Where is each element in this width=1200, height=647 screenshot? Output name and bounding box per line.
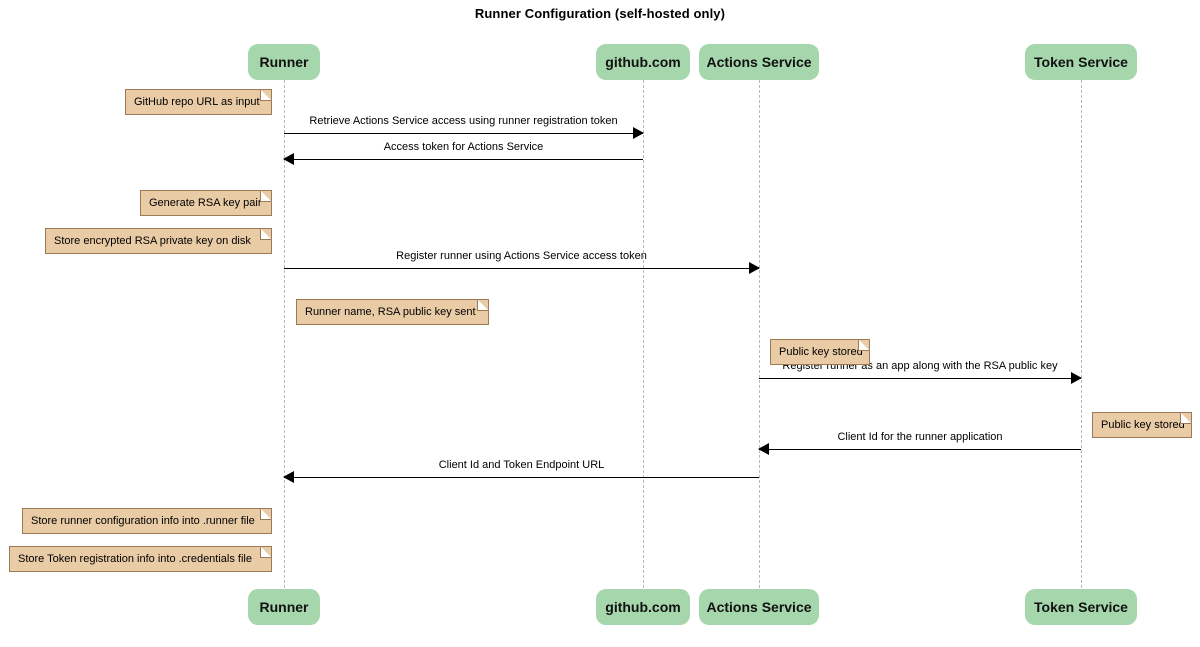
note-folded-corner-icon (260, 89, 272, 101)
message-line (759, 449, 1081, 450)
arrowhead-right-icon (633, 126, 644, 139)
message-label: Client Id for the runner application (837, 431, 1003, 443)
lifeline-runner (284, 80, 285, 588)
note-text: Store runner configuration info into .ru… (31, 514, 255, 527)
participant-label: Actions Service (706, 54, 812, 70)
participant-token-top[interactable]: Token Service (1025, 44, 1137, 80)
message-line (284, 133, 643, 134)
message-line (284, 477, 759, 478)
lifeline-token (1081, 80, 1082, 588)
message-m6: Client Id and Token Endpoint URL (283, 459, 759, 493)
note-n6: Public key stored (1092, 412, 1192, 438)
lifeline-github (643, 80, 644, 588)
message-line (284, 268, 759, 269)
note-n7: Store runner configuration info into .ru… (22, 508, 272, 534)
note-n2: Generate RSA key pair (140, 190, 272, 216)
message-m2: Access token for Actions Service (283, 141, 643, 175)
note-text: GitHub repo URL as input (134, 95, 260, 108)
note-n4: Runner name, RSA public key sent (296, 299, 489, 325)
participant-label: Token Service (1034, 54, 1128, 70)
message-m3: Register runner using Actions Service ac… (284, 250, 760, 284)
participant-runner-bottom[interactable]: Runner (248, 589, 320, 625)
participant-label: github.com (605, 599, 681, 615)
note-folded-corner-icon (477, 299, 489, 311)
arrowhead-left-icon (283, 152, 294, 165)
message-m1: Retrieve Actions Service access using ru… (284, 115, 644, 149)
note-folded-corner-icon (260, 228, 272, 240)
note-text: Runner name, RSA public key sent (305, 305, 476, 318)
participant-label: Runner (259, 599, 309, 615)
message-label: Client Id and Token Endpoint URL (438, 459, 605, 471)
arrowhead-right-icon (1071, 371, 1082, 384)
participant-label: Runner (259, 54, 309, 70)
arrowhead-left-icon (283, 470, 294, 483)
message-label: Register runner using Actions Service ac… (396, 250, 647, 262)
participant-label: github.com (605, 54, 681, 70)
note-folded-corner-icon (1180, 412, 1192, 424)
note-text: Public key stored (1101, 418, 1185, 431)
participant-runner-top[interactable]: Runner (248, 44, 320, 80)
note-text: Public key stored (779, 345, 863, 358)
participant-label: Token Service (1034, 599, 1128, 615)
message-m4: Register runner as an app along with the… (759, 360, 1082, 394)
note-folded-corner-icon (858, 339, 870, 351)
participant-actions-bottom[interactable]: Actions Service (699, 589, 819, 625)
note-n1: GitHub repo URL as input (125, 89, 272, 115)
message-line (759, 378, 1081, 379)
participant-actions-top[interactable]: Actions Service (699, 44, 819, 80)
note-text: Store Token registration info into .cred… (18, 552, 252, 565)
participant-github-top[interactable]: github.com (596, 44, 690, 80)
note-folded-corner-icon (260, 190, 272, 202)
participant-label: Actions Service (706, 599, 812, 615)
participant-token-bottom[interactable]: Token Service (1025, 589, 1137, 625)
note-text: Generate RSA key pair (149, 196, 262, 209)
message-label: Retrieve Actions Service access using ru… (309, 115, 618, 127)
note-text: Store encrypted RSA private key on disk (54, 234, 251, 247)
arrowhead-left-icon (758, 442, 769, 455)
participant-github-bottom[interactable]: github.com (596, 589, 690, 625)
note-n5: Public key stored (770, 339, 870, 365)
note-n3: Store encrypted RSA private key on disk (45, 228, 272, 254)
note-folded-corner-icon (260, 508, 272, 520)
note-n8: Store Token registration info into .cred… (9, 546, 272, 572)
message-line (284, 159, 643, 160)
page-title: Runner Configuration (self-hosted only) (474, 6, 726, 21)
lifeline-actions (759, 80, 760, 588)
arrowhead-right-icon (749, 261, 760, 274)
message-m5: Client Id for the runner application (758, 431, 1081, 465)
note-folded-corner-icon (260, 546, 272, 558)
message-label: Access token for Actions Service (383, 141, 544, 153)
